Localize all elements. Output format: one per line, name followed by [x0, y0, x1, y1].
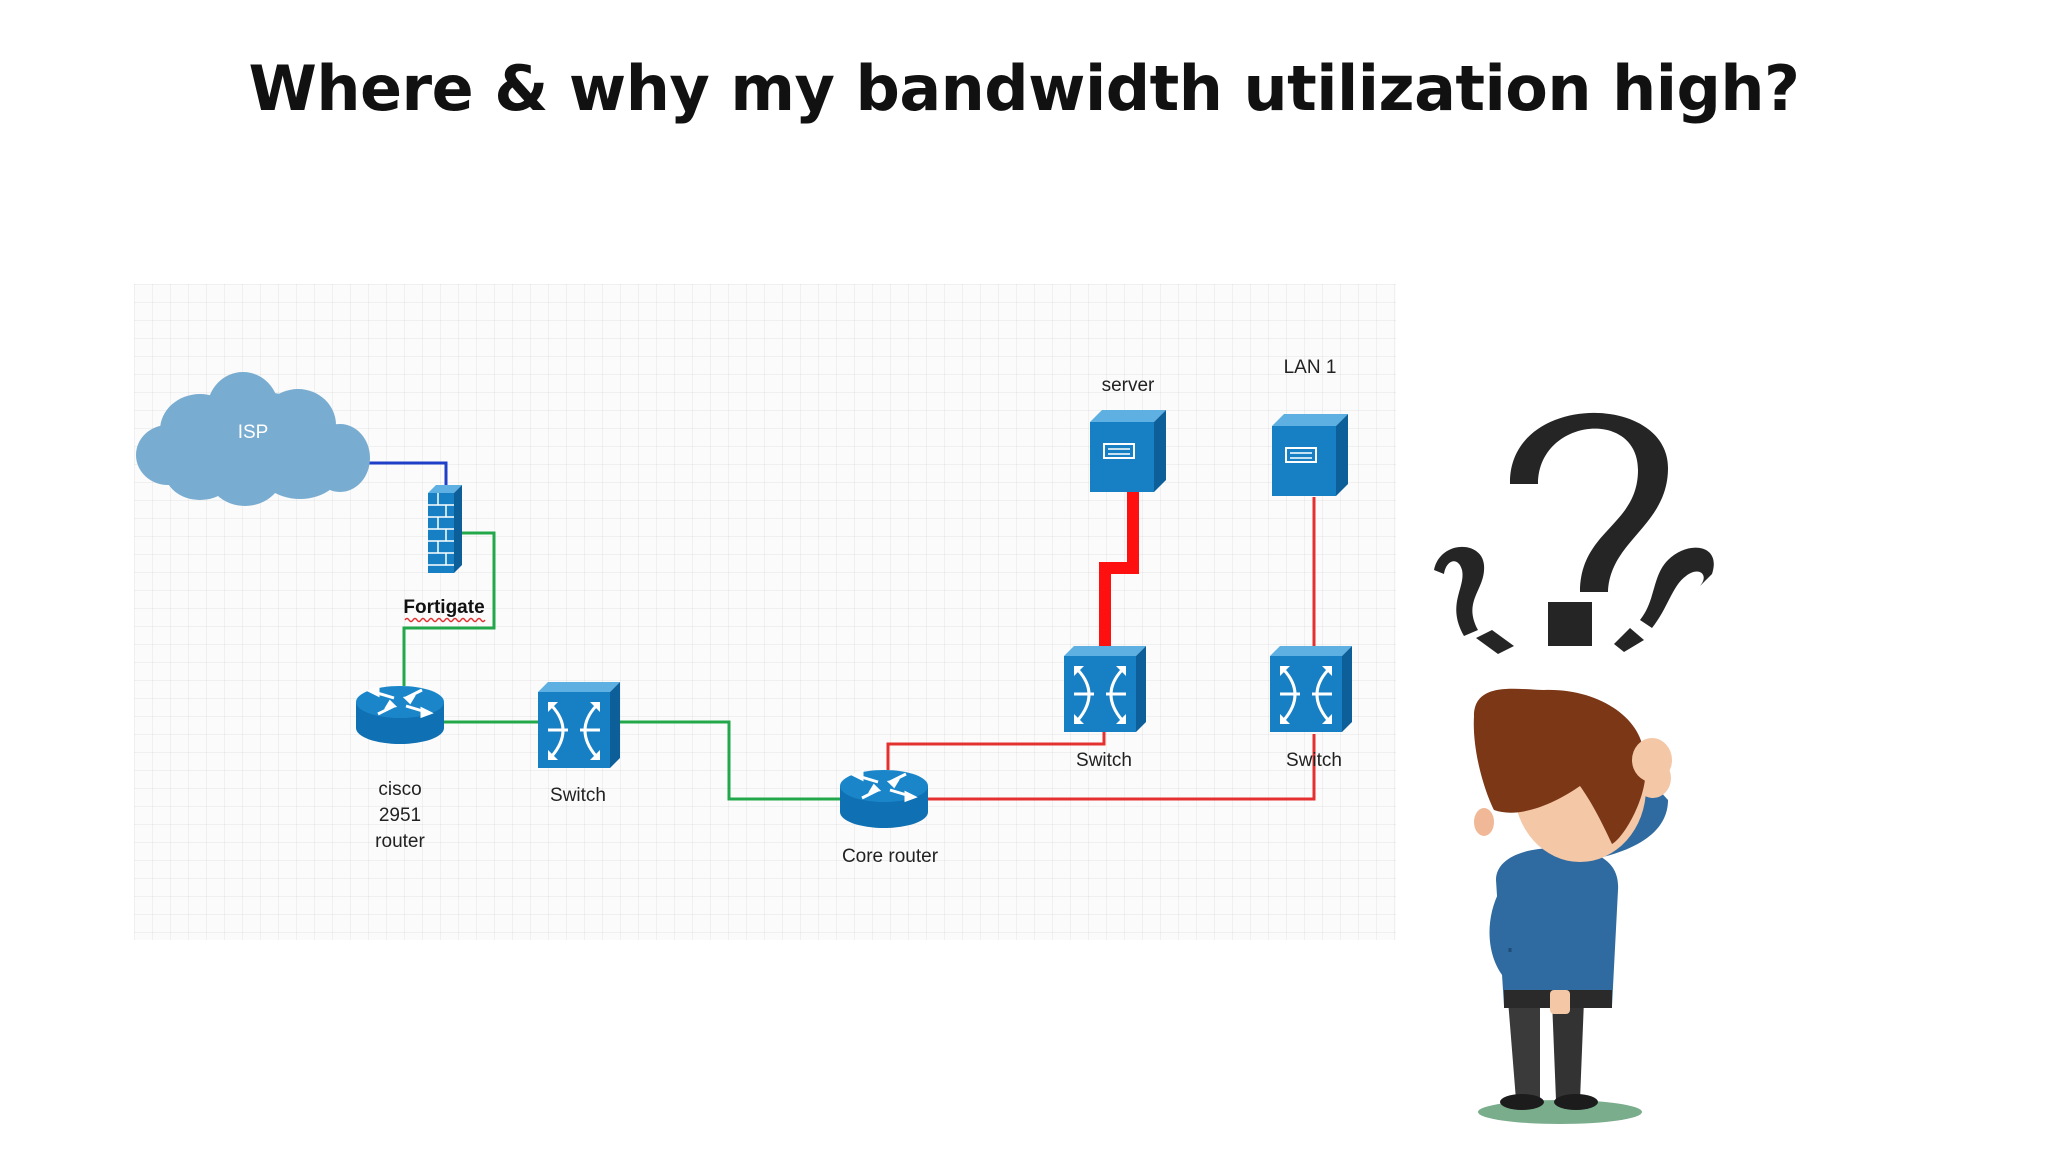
switch-left-label: Switch — [550, 785, 606, 806]
edge-router-label-line1: cisco — [378, 779, 421, 800]
server-icon — [1271, 413, 1349, 497]
core-router-label: Core router — [842, 846, 939, 867]
isp-label: ISP — [238, 422, 269, 443]
switch-lan-label: Switch — [1286, 750, 1342, 771]
core-router-lan-switch-link — [928, 734, 1316, 801]
switch-icon — [1268, 644, 1354, 734]
diagram-canvas — [134, 284, 1396, 940]
core-router-server-switch-link — [886, 730, 1106, 770]
server-switch-high-utilization-link — [1099, 490, 1139, 650]
cloud-icon — [136, 372, 370, 506]
router-icon — [354, 684, 446, 746]
switch-core-router-link — [618, 720, 842, 801]
firewall-router-link — [402, 531, 496, 686]
lan-label: LAN 1 — [1284, 357, 1337, 378]
switch-server-label: Switch — [1076, 750, 1132, 771]
question-marks-icon — [1434, 412, 1714, 654]
page-title: Where & why my bandwidth utilization hig… — [248, 52, 1800, 125]
spellcheck-underline — [404, 617, 486, 623]
firewall-label: Fortigate — [403, 597, 484, 618]
edge-router-label-line3: router — [375, 831, 425, 852]
switch-icon — [536, 680, 622, 770]
server-label: server — [1102, 375, 1155, 396]
switch-icon — [1062, 644, 1148, 734]
edge-router-label-line2: 2951 — [379, 805, 421, 826]
server-icon — [1089, 409, 1167, 493]
firewall-icon — [428, 485, 462, 573]
router-icon — [838, 768, 930, 830]
confused-man-illustration — [1473, 688, 1672, 1124]
